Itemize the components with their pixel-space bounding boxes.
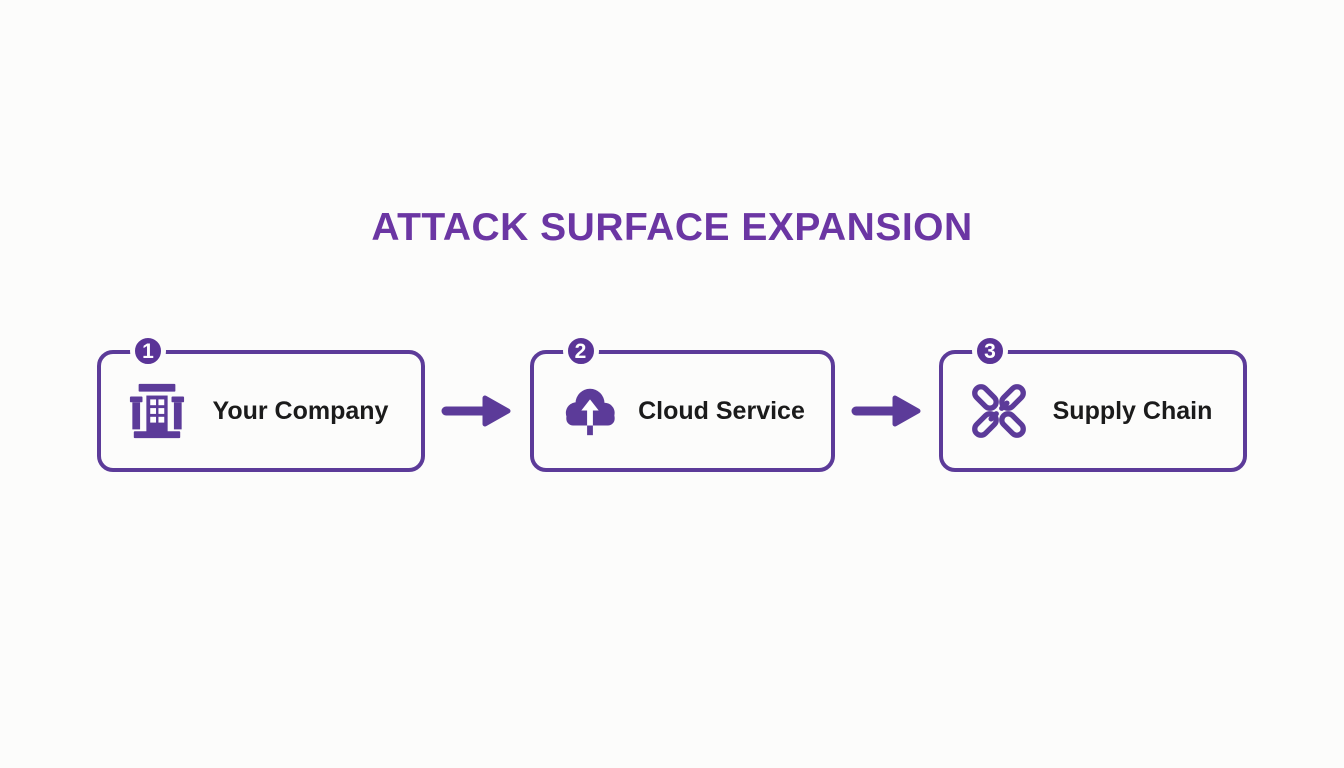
step-label: Cloud Service bbox=[638, 396, 805, 425]
step-content: Cloud Service bbox=[534, 382, 831, 440]
broken-chain-links-icon bbox=[972, 384, 1026, 438]
connector bbox=[425, 391, 530, 431]
step-number-badge: 1 bbox=[130, 333, 166, 369]
right-arrow-icon bbox=[851, 395, 921, 427]
step-box-supply-chain: 3 Supply Chain bbox=[939, 333, 1247, 472]
step-box-cloud-service: 2 bbox=[529, 333, 835, 472]
step-number-badge: 2 bbox=[562, 333, 599, 369]
step-box-your-company: 1 Your Company bbox=[97, 333, 425, 472]
cloud-upload-icon bbox=[565, 388, 615, 436]
step-label: Supply Chain bbox=[1052, 396, 1213, 425]
step-content: Your Company bbox=[101, 382, 421, 440]
step-number-badge: 3 bbox=[972, 333, 1008, 369]
diagram-title: ATTACK SURFACE EXPANSION bbox=[371, 206, 973, 249]
office-building-icon bbox=[129, 383, 185, 439]
step-content: Supply Chain bbox=[943, 382, 1243, 440]
steps-row: 1 Your Company bbox=[97, 333, 1247, 472]
right-arrow-icon bbox=[441, 395, 511, 427]
step-label: Your Company bbox=[212, 396, 389, 425]
connector bbox=[835, 391, 940, 431]
